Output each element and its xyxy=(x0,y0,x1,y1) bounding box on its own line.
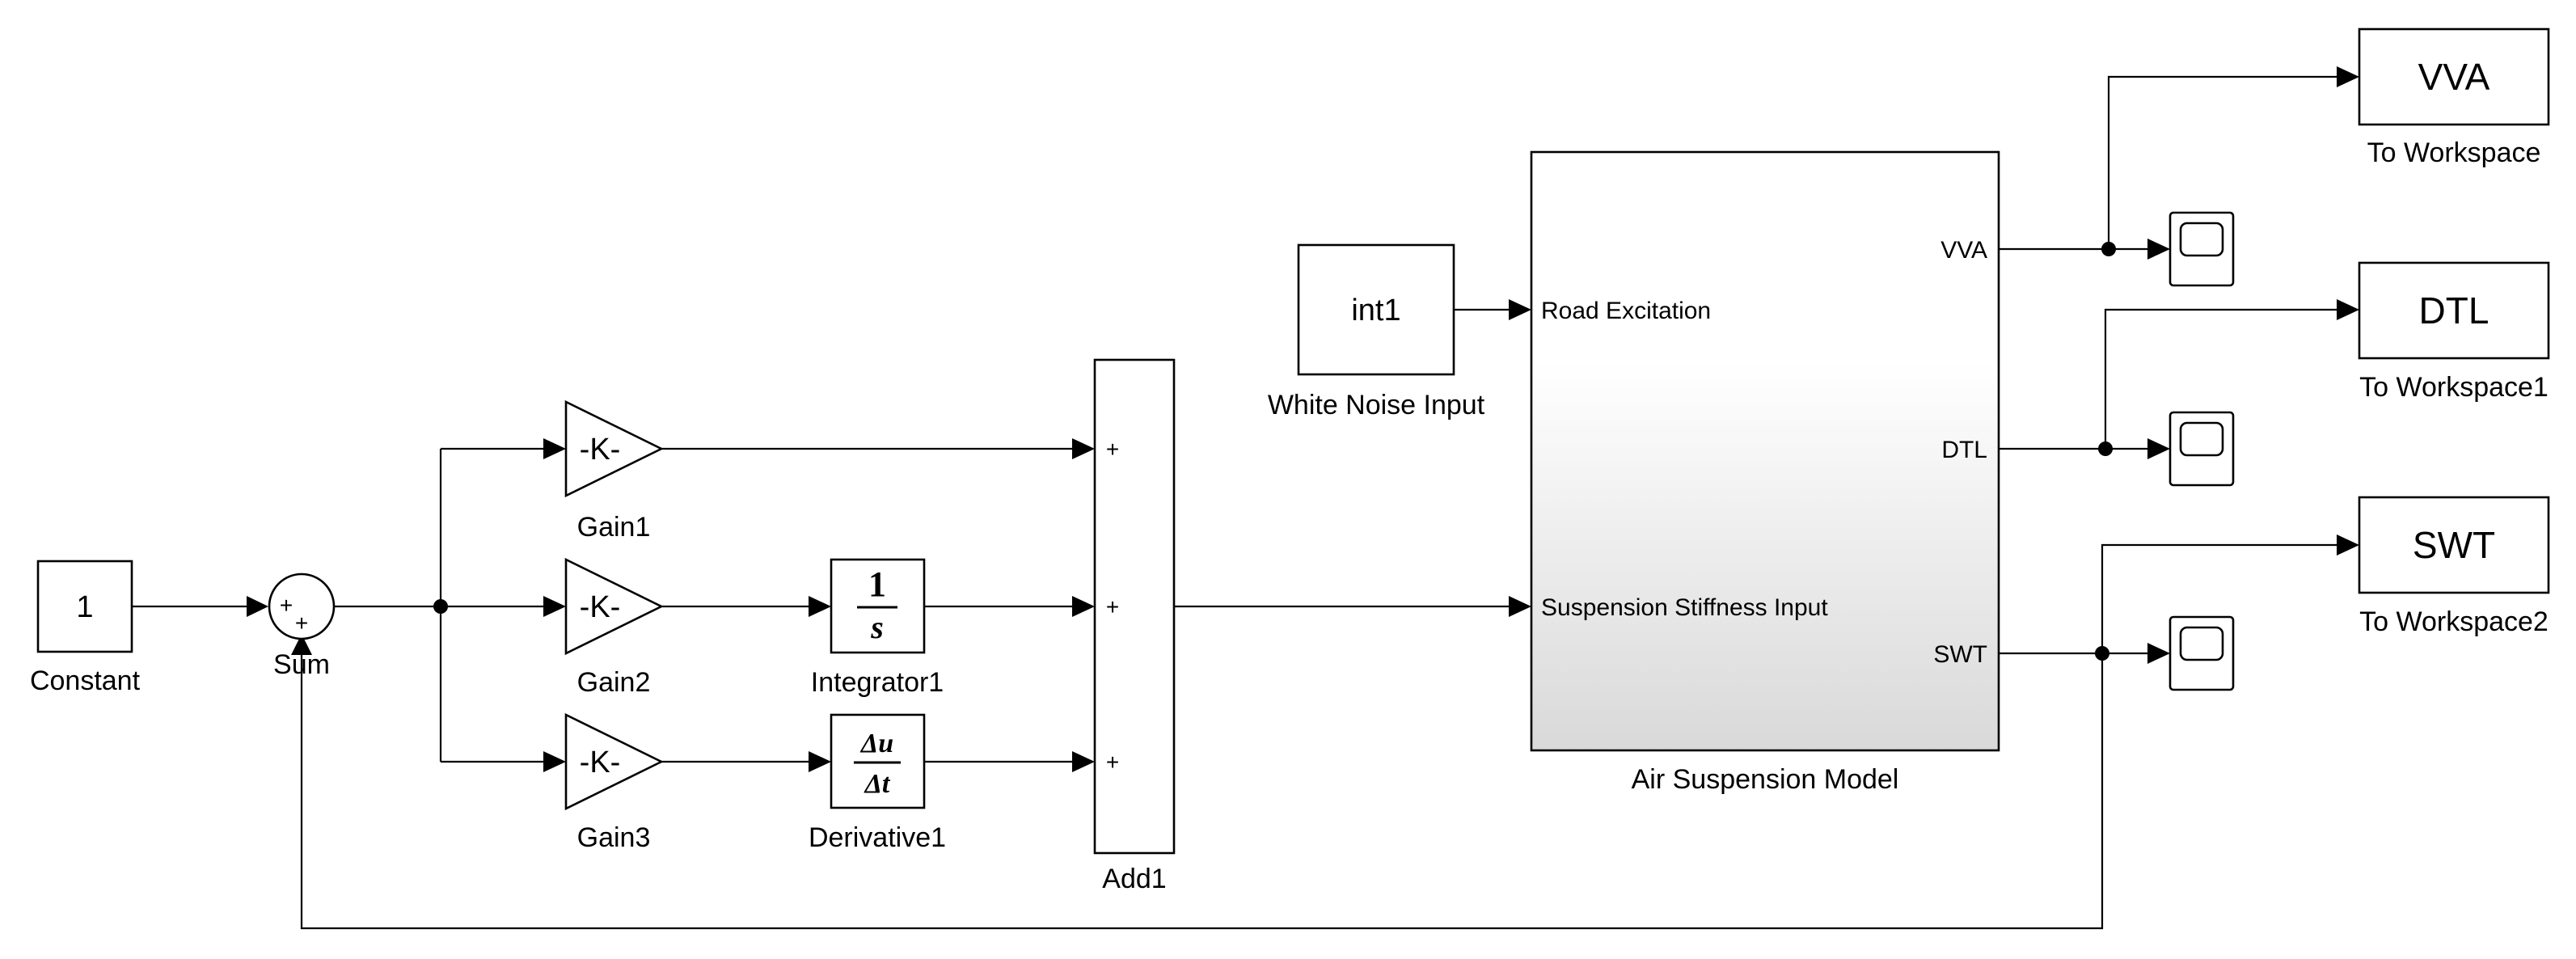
branch-point-sum xyxy=(433,599,448,614)
arrow-integrator1-in xyxy=(809,596,831,617)
arrow-subsystem-in2 xyxy=(1509,596,1531,617)
branch-point-vva xyxy=(2101,242,2116,256)
to-workspace-block[interactable]: VVA To Workspace xyxy=(2358,27,2550,168)
gain3-label: Gain3 xyxy=(577,822,651,853)
integrator1-numerator: 1 xyxy=(868,564,886,604)
derivative1-denominator: Δt xyxy=(864,769,891,799)
to-workspace-value: VVA xyxy=(2418,56,2490,98)
scope-dtl-block[interactable] xyxy=(2168,411,2235,487)
constant-value: 1 xyxy=(76,590,93,624)
to-workspace2-block[interactable]: SWT To Workspace2 xyxy=(2358,496,2550,637)
wire-swt-to-workspace2[interactable] xyxy=(2101,543,2337,653)
arrow-scope3-in xyxy=(2147,643,2170,664)
white-noise-input-block[interactable]: int1 White Noise Input xyxy=(1268,243,1485,420)
arrow-derivative1-in xyxy=(809,751,831,772)
arrow-sum-in2 xyxy=(291,634,312,655)
sum-block[interactable]: + + Sum xyxy=(268,572,336,680)
gain1-block[interactable]: -K- Gain1 xyxy=(564,399,664,543)
scope-icon xyxy=(2179,222,2224,257)
white-noise-value: int1 xyxy=(1351,294,1400,327)
subsystem-label: Air Suspension Model xyxy=(1632,764,1899,795)
scope-swt-block[interactable] xyxy=(2168,615,2235,691)
scope-vva-block[interactable] xyxy=(2168,211,2235,287)
port-vva: VVA xyxy=(1940,237,1987,264)
arrow-add1-in2 xyxy=(1072,596,1095,617)
arrow-gain3-in xyxy=(543,751,566,772)
add1-sign-3: + xyxy=(1106,750,1119,775)
arrow-subsystem-in1 xyxy=(1509,299,1531,320)
sum-label: Sum xyxy=(273,649,330,680)
port-swt: SWT xyxy=(1933,641,1987,668)
arrow-gain2-in xyxy=(543,596,566,617)
sum-sign-1: + xyxy=(280,593,293,618)
scope-icon xyxy=(2179,626,2224,661)
gain2-block[interactable]: -K- Gain2 xyxy=(564,557,664,698)
gain2-label: Gain2 xyxy=(577,667,651,698)
derivative1-numerator: Δu xyxy=(859,729,893,758)
to-workspace-label: To Workspace xyxy=(2367,137,2541,168)
arrow-workspace1-in xyxy=(2337,299,2359,320)
gain3-block[interactable]: -K- Gain3 xyxy=(564,712,664,853)
port-suspension-stiffness-input: Suspension Stiffness Input xyxy=(1541,594,1828,621)
arrow-gain1-in xyxy=(543,438,566,459)
port-road-excitation: Road Excitation xyxy=(1541,298,1711,324)
to-workspace2-value: SWT xyxy=(2413,524,2495,566)
to-workspace2-label: To Workspace2 xyxy=(2359,606,2549,637)
add1-block[interactable]: + + + Add1 xyxy=(1093,358,1176,894)
arrow-scope2-in xyxy=(2147,438,2170,459)
to-workspace1-label: To Workspace1 xyxy=(2359,372,2549,403)
air-suspension-subsystem[interactable]: Road Excitation Suspension Stiffness Inp… xyxy=(1530,150,2000,795)
branch-point-dtl xyxy=(2098,441,2113,456)
add1-label: Add1 xyxy=(1102,864,1166,894)
add1-sign-1: + xyxy=(1106,437,1119,462)
port-dtl: DTL xyxy=(1941,437,1987,463)
gain2-value: -K- xyxy=(580,590,621,624)
to-workspace1-value: DTL xyxy=(2419,289,2489,332)
constant-label: Constant xyxy=(30,665,141,696)
gain3-value: -K- xyxy=(580,746,621,779)
derivative1-label: Derivative1 xyxy=(809,822,946,853)
signal-lines xyxy=(132,66,2359,930)
constant-block[interactable]: 1 Constant xyxy=(30,560,141,696)
integrator1-block[interactable]: 1 s Integrator1 xyxy=(811,558,944,698)
arrow-scope1-in xyxy=(2147,239,2170,260)
arrow-workspace2-in xyxy=(2337,534,2359,556)
wire-feedback[interactable] xyxy=(300,653,2104,930)
gain1-value: -K- xyxy=(580,433,621,467)
arrow-sum-in1 xyxy=(247,596,268,617)
arrow-workspace-in xyxy=(2337,66,2359,87)
sum-sign-2: + xyxy=(295,610,308,636)
white-noise-label: White Noise Input xyxy=(1268,390,1485,420)
scope-icon xyxy=(2179,421,2224,457)
add1-sign-2: + xyxy=(1106,594,1119,619)
integrator1-denominator: s xyxy=(870,609,884,645)
derivative1-block[interactable]: Δu Δt Derivative1 xyxy=(809,713,946,853)
arrow-add1-in1 xyxy=(1072,438,1095,459)
to-workspace1-block[interactable]: DTL To Workspace1 xyxy=(2358,261,2550,403)
gain1-label: Gain1 xyxy=(577,512,651,543)
arrow-add1-in3 xyxy=(1072,751,1095,772)
wire-vva-to-workspace[interactable] xyxy=(2107,75,2337,249)
wire-dtl-to-workspace1[interactable] xyxy=(2104,308,2337,449)
integrator1-label: Integrator1 xyxy=(811,667,944,698)
